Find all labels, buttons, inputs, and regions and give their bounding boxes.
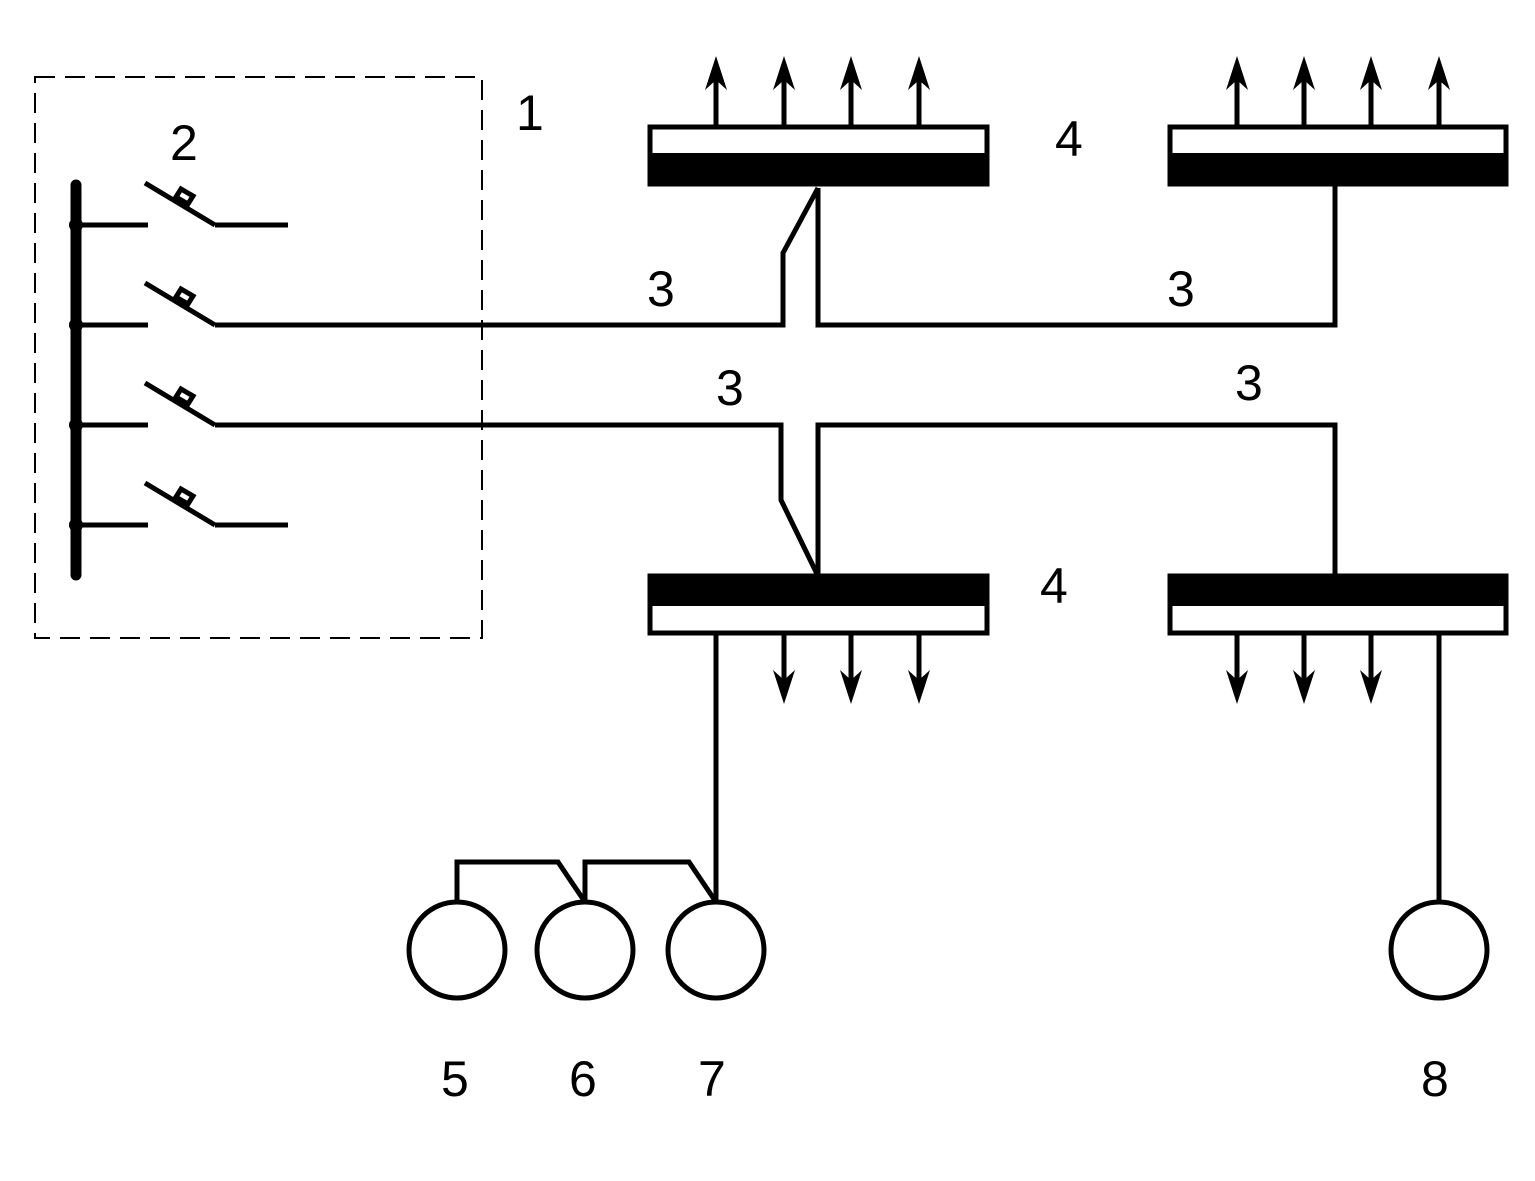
source-circle-8 [1388, 899, 1490, 1001]
busbar-top-right [1167, 124, 1509, 187]
busbar-top-left [647, 124, 990, 187]
outgoing-arrows-top-left [705, 56, 930, 127]
label-busbar-top: 4 [1055, 111, 1083, 167]
switch-feeder-1 [69, 180, 288, 232]
switch-latch [172, 485, 197, 508]
cable-upper-left [215, 186, 821, 328]
label-source-6: 6 [569, 1051, 597, 1107]
label-source-5: 5 [441, 1051, 469, 1107]
switch-feeder-4 [69, 480, 288, 532]
switch-latch [172, 185, 197, 208]
switch-feeder-3 [69, 380, 217, 432]
source-link-6-7 [582, 859, 719, 904]
outgoing-arrows-bottom-right [1226, 633, 1382, 704]
distribution-box-outline [34, 76, 483, 639]
busbar-bottom-right [1167, 573, 1509, 636]
busbar-bottom-left [647, 573, 990, 636]
switch-feeder-2 [69, 280, 217, 332]
label-cable-upper-left: 3 [647, 261, 675, 317]
label-distribution-box: 1 [516, 85, 544, 141]
label-source-7: 7 [698, 1051, 726, 1107]
switch-latch [172, 285, 197, 308]
label-switches: 2 [170, 115, 198, 171]
cable-lower-left [215, 422, 821, 578]
switch-blade [143, 180, 217, 228]
label-cable-lower-left: 3 [716, 360, 744, 416]
switch-latch [172, 385, 197, 408]
label-source-8: 8 [1421, 1051, 1449, 1107]
source-circle-5 [406, 899, 508, 1001]
cable-lower-right [815, 422, 1338, 576]
source-circle-6 [534, 899, 636, 1001]
source-circle-7 [665, 899, 767, 1001]
switch-blade [143, 380, 217, 428]
source-link-5-6 [454, 859, 588, 904]
outgoing-arrows-top-right [1226, 56, 1450, 127]
label-busbar-bottom: 4 [1040, 558, 1068, 614]
label-cable-upper-right: 3 [1167, 261, 1195, 317]
outgoing-arrows-bottom-left [773, 633, 930, 704]
label-cable-lower-right: 3 [1235, 355, 1263, 411]
switch-blade [143, 480, 217, 528]
cable-upper-right [815, 185, 1338, 328]
switch-blade [143, 280, 217, 328]
